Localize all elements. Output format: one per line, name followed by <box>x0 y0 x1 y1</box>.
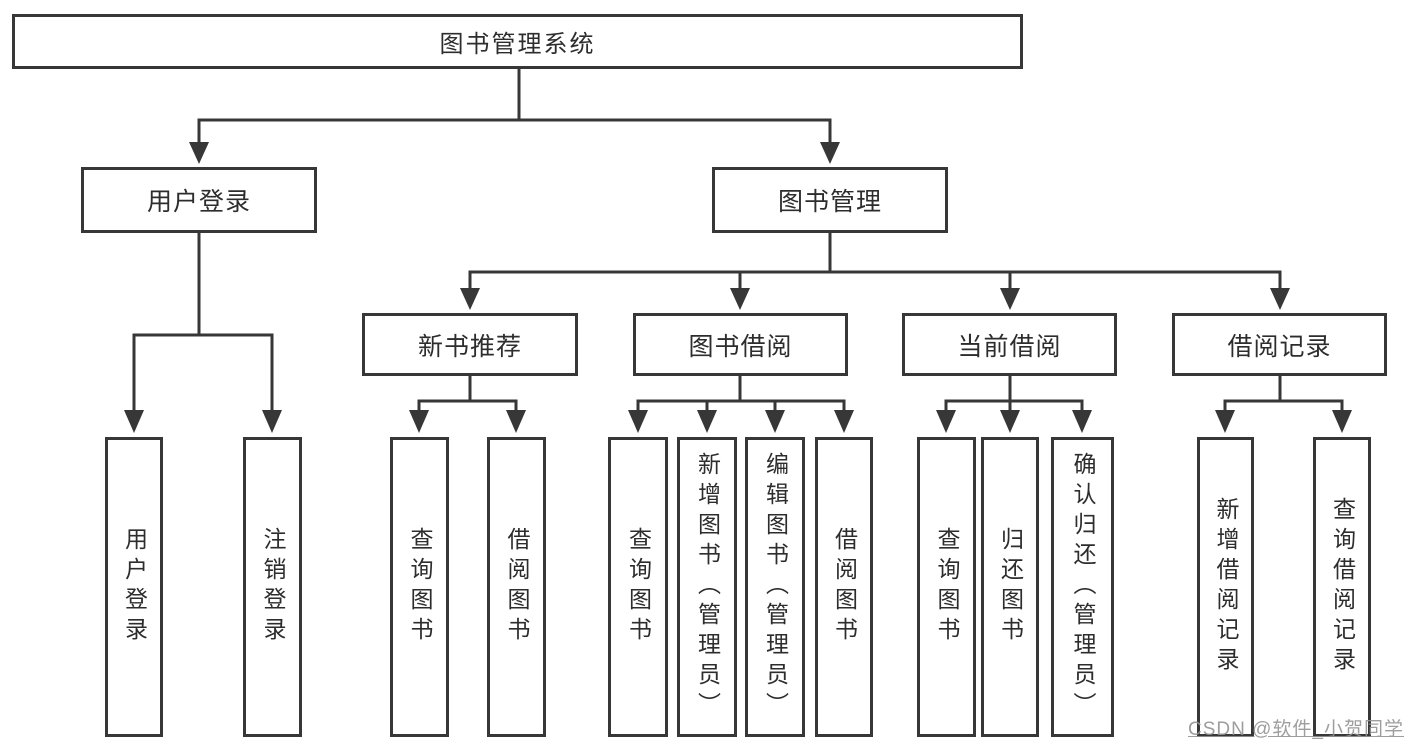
leaf-borrow-books: 借阅图书 <box>815 437 873 737</box>
leaf-query-books-current: 查询图书 <box>917 437 976 737</box>
leaf-add-book-admin: 新增图书（管理员） <box>677 437 737 737</box>
leaf-add-borrow-record: 新增借阅记录 <box>1197 437 1254 737</box>
leaf-query-books-recommend: 查询图书 <box>390 437 449 737</box>
leaf-borrow-books-recommend: 借阅图书 <box>487 437 546 737</box>
node-user-login: 用户登录 <box>81 167 317 233</box>
leaf-edit-book-admin: 编辑图书（管理员） <box>745 437 805 737</box>
leaf-query-borrow-record: 查询借阅记录 <box>1313 437 1371 737</box>
leaf-user-login: 用户登录 <box>105 437 163 737</box>
node-current-borrowing: 当前借阅 <box>902 313 1117 376</box>
node-book-borrowing: 图书借阅 <box>633 313 848 376</box>
leaf-return-book: 归还图书 <box>981 437 1039 737</box>
node-borrow-records: 借阅记录 <box>1172 313 1387 376</box>
node-book-management: 图书管理 <box>712 167 948 233</box>
csdn-watermark: CSDN @软件_小贺同学 <box>1188 719 1404 740</box>
leaf-query-books-borrowing: 查询图书 <box>608 437 668 737</box>
leaf-confirm-return-admin: 确认归还（管理员） <box>1051 437 1114 737</box>
node-new-book-recommend: 新书推荐 <box>362 313 578 376</box>
leaf-logout: 注销登录 <box>243 437 302 737</box>
node-root: 图书管理系统 <box>12 14 1023 69</box>
